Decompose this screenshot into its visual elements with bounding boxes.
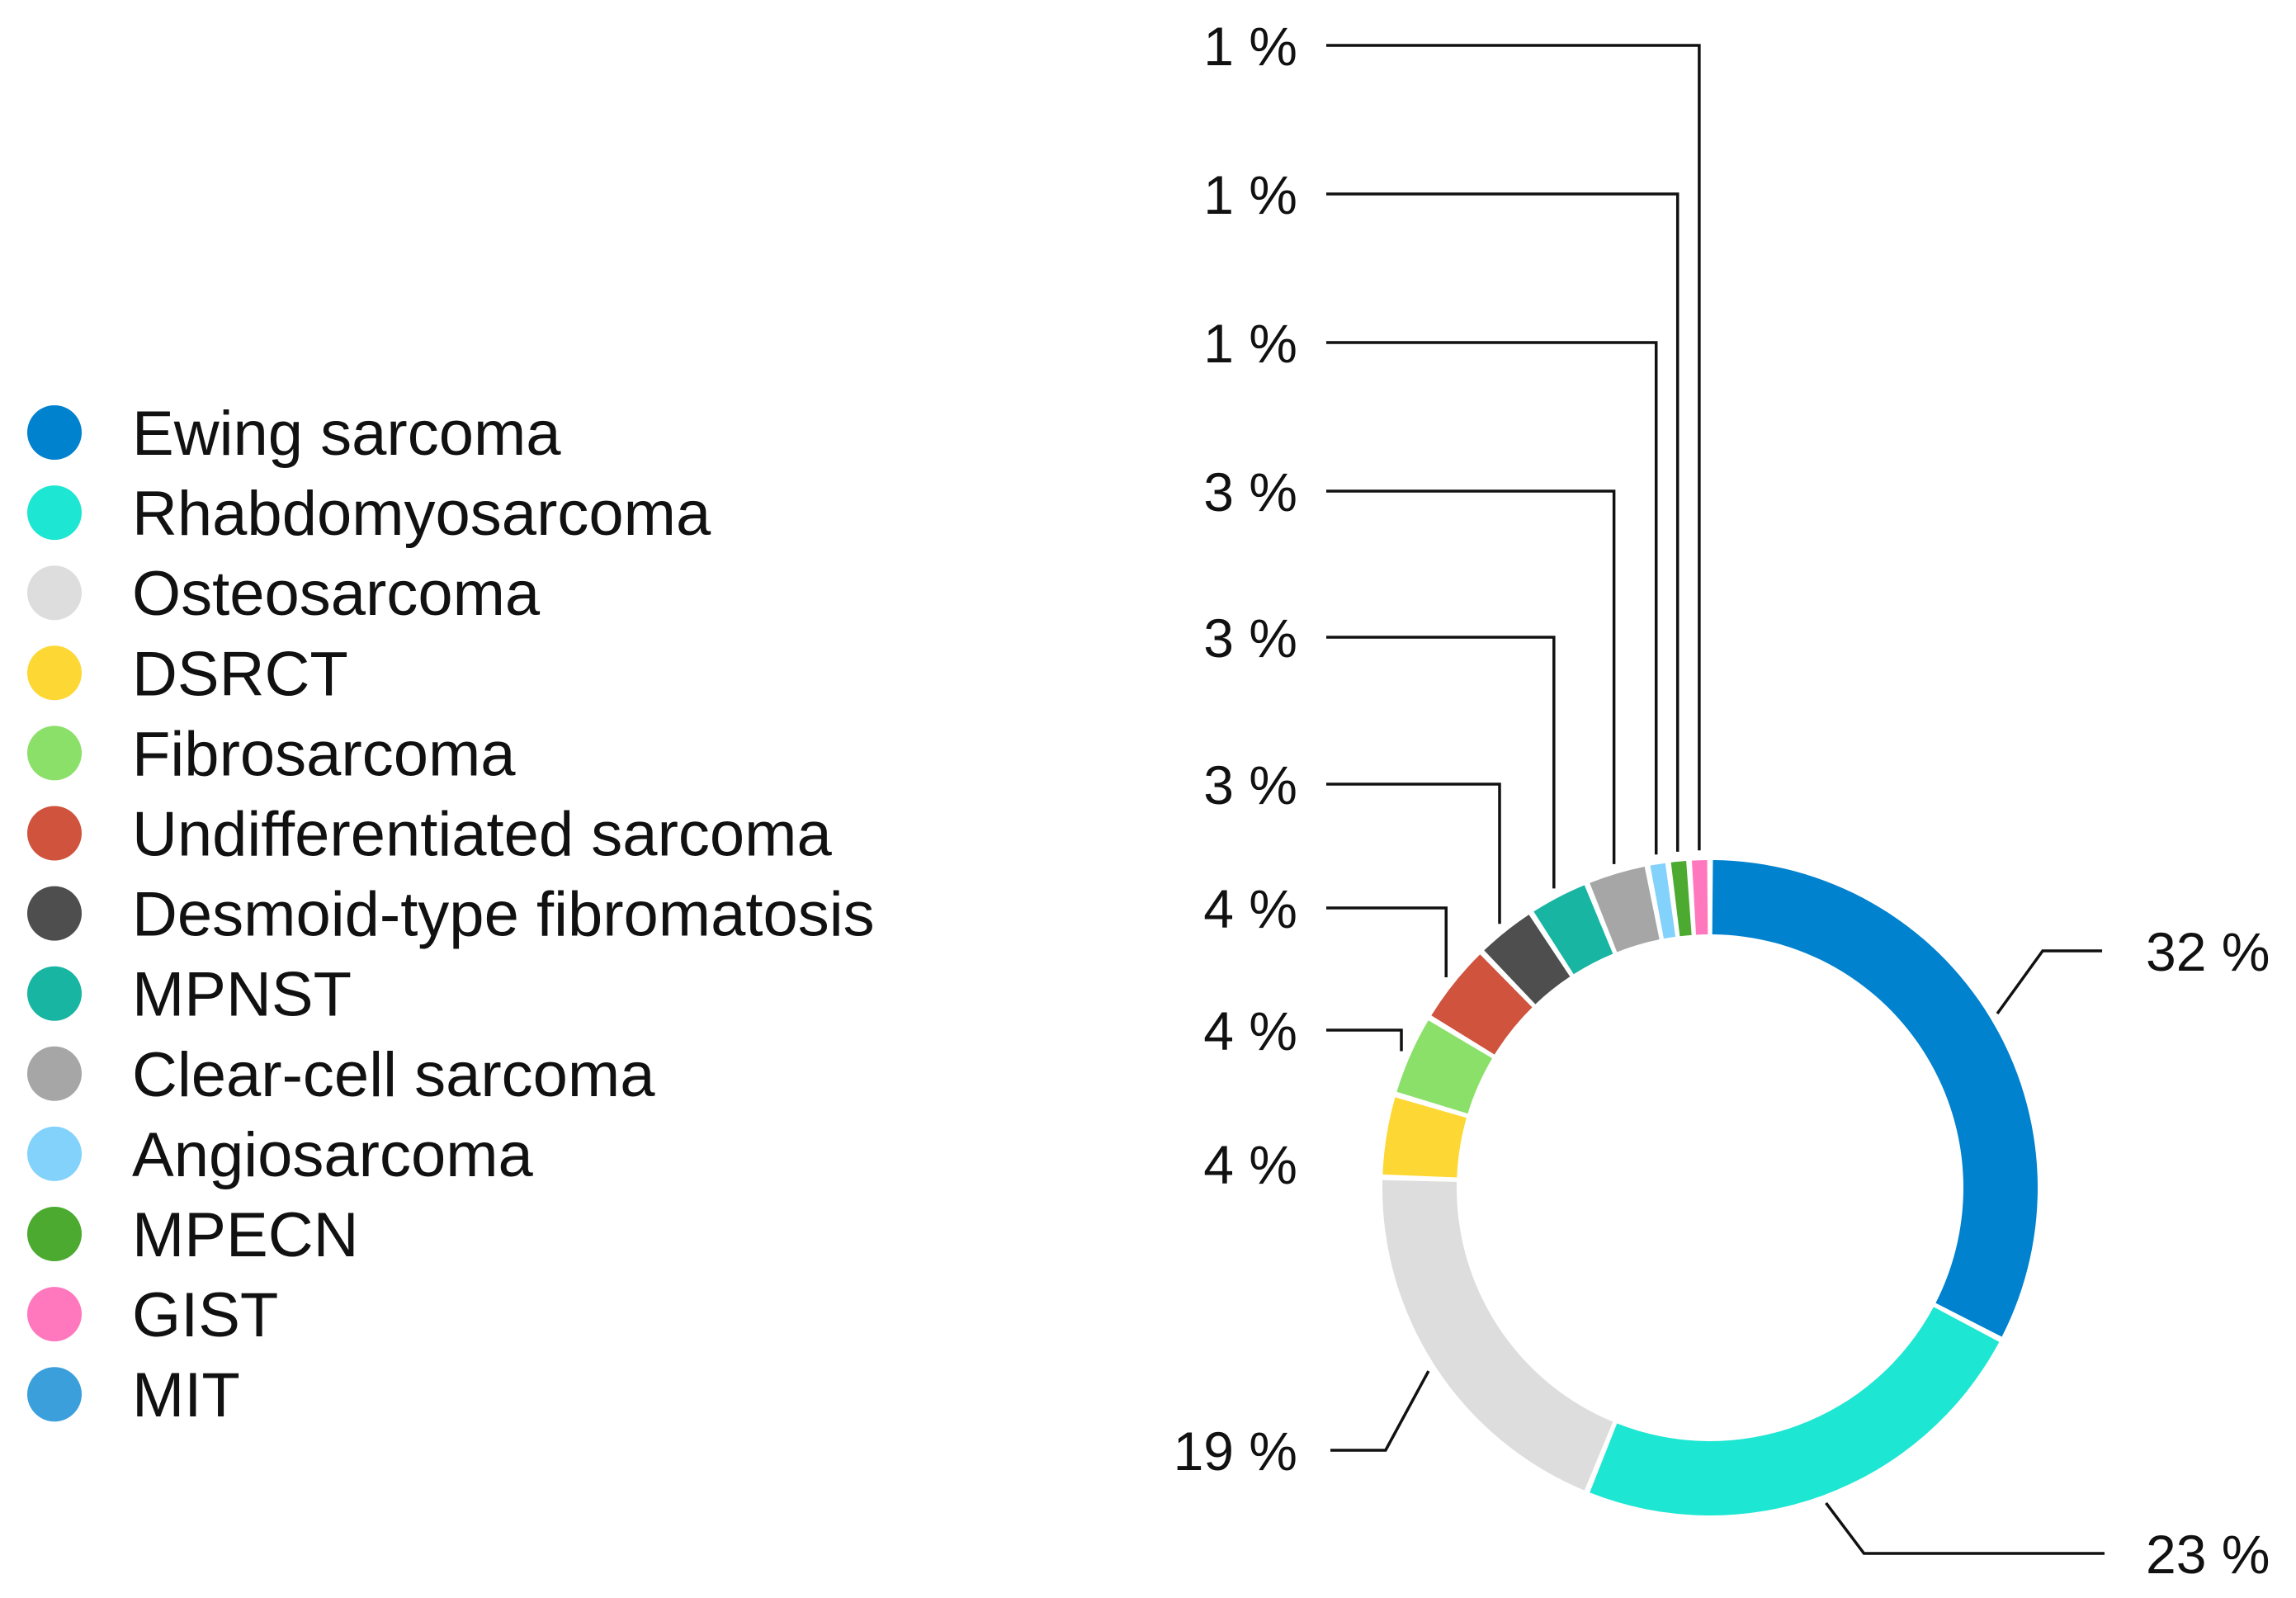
slice-mpecn	[1670, 861, 1692, 937]
percent-label-dsrct: 4 %	[1203, 1134, 1297, 1195]
legend-label-ewing-sarcoma: Ewing sarcoma	[132, 399, 561, 469]
slice-angiosarcoma	[1650, 863, 1676, 939]
leader-line-undifferentiated-sarcoma	[1326, 906, 1448, 977]
legend-label-desmoid-type-fibromatosis: Desmoid-type fibromatosis	[132, 880, 875, 950]
percent-label-clear-cell-sarcoma: 3 %	[1203, 461, 1297, 522]
percent-label-ewing-sarcoma: 32 %	[2146, 921, 2270, 982]
legend-swatch-mpnst	[27, 966, 82, 1021]
leader-line-osteosarcoma	[1330, 1370, 1430, 1452]
legend-label-fibrosarcoma: Fibrosarcoma	[132, 719, 516, 789]
percent-label-angiosarcoma: 1 %	[1203, 313, 1297, 374]
legend-label-dsrct: DSRCT	[132, 639, 348, 709]
legend-swatch-mit	[27, 1367, 82, 1422]
leader-line-mpecn	[1326, 192, 1679, 852]
slice-rhabdomyosarcoma	[1590, 1307, 2000, 1515]
slice-ewing-sarcoma	[1712, 860, 2038, 1337]
slice-dsrct	[1382, 1097, 1467, 1178]
percent-labels: 1 % 1 % 1 % 3 % 3 % 3 % 4 % 4 % 4 % 32 % 23 % 19 %	[1174, 16, 2270, 1585]
legend-swatch-dsrct	[27, 645, 82, 701]
slice-osteosarcoma	[1382, 1180, 1613, 1491]
legend: Ewing sarcomaRhabdomyosarcomaOsteosarcom…	[27, 399, 875, 1430]
percent-label-undifferentiated-sarcoma: 4 %	[1203, 878, 1297, 939]
percent-label-mpnst: 3 %	[1203, 608, 1297, 669]
leader-line-rhabdomyosarcoma	[1825, 1501, 2105, 1555]
legend-swatch-desmoid-type-fibromatosis	[27, 886, 82, 941]
slice-fibrosarcoma	[1396, 1020, 1493, 1114]
percent-label-gist: 1 %	[1203, 16, 1297, 77]
legend-label-mit: MIT	[132, 1360, 240, 1430]
leader-line-ewing-sarcoma	[1996, 949, 2103, 1015]
percent-label-rhabdomyosarcoma: 23 %	[2146, 1524, 2270, 1585]
donut-slices	[1382, 860, 2038, 1515]
slice-undifferentiated-sarcoma	[1431, 954, 1533, 1055]
leader-line-angiosarcoma	[1326, 341, 1658, 855]
legend-label-gist: GIST	[132, 1280, 278, 1350]
leader-line-fibrosarcoma	[1326, 1028, 1403, 1052]
percent-label-mpecn: 1 %	[1203, 164, 1297, 225]
legend-label-rhabdomyosarcoma: Rhabdomyosarcoma	[132, 479, 711, 549]
leader-line-clear-cell-sarcoma	[1326, 489, 1616, 864]
percent-label-osteosarcoma: 19 %	[1174, 1421, 1297, 1482]
legend-label-mpecn: MPECN	[132, 1200, 358, 1270]
slice-clear-cell-sarcoma	[1590, 866, 1660, 953]
slice-mpnst	[1533, 885, 1613, 975]
legend-label-mpnst: MPNST	[132, 960, 352, 1030]
legend-label-clear-cell-sarcoma: Clear-cell sarcoma	[132, 1040, 655, 1110]
slice-gist	[1692, 860, 1708, 935]
legend-swatch-undifferentiated-sarcoma	[27, 806, 82, 861]
legend-swatch-fibrosarcoma	[27, 726, 82, 781]
legend-label-undifferentiated-sarcoma: Undifferentiated sarcoma	[132, 800, 832, 870]
percent-label-desmoid-type-fibromatosis: 3 %	[1203, 754, 1297, 816]
legend-swatch-clear-cell-sarcoma	[27, 1046, 82, 1101]
legend-swatch-gist	[27, 1287, 82, 1342]
leader-line-gist	[1326, 44, 1701, 851]
percent-label-fibrosarcoma: 4 %	[1203, 1000, 1297, 1061]
legend-label-osteosarcoma: Osteosarcoma	[132, 559, 541, 629]
slice-desmoid-type-fibromatosis	[1484, 915, 1571, 1005]
legend-label-angiosarcoma: Angiosarcoma	[132, 1120, 534, 1190]
leader-line-desmoid-type-fibromatosis	[1326, 782, 1501, 924]
legend-swatch-mpecn	[27, 1207, 82, 1261]
leader-lines	[1326, 44, 2105, 1555]
leader-line-mpnst	[1326, 636, 1556, 889]
legend-swatch-angiosarcoma	[27, 1126, 82, 1181]
legend-swatch-ewing-sarcoma	[27, 405, 82, 460]
legend-swatch-osteosarcoma	[27, 565, 82, 621]
legend-swatch-rhabdomyosarcoma	[27, 485, 82, 541]
